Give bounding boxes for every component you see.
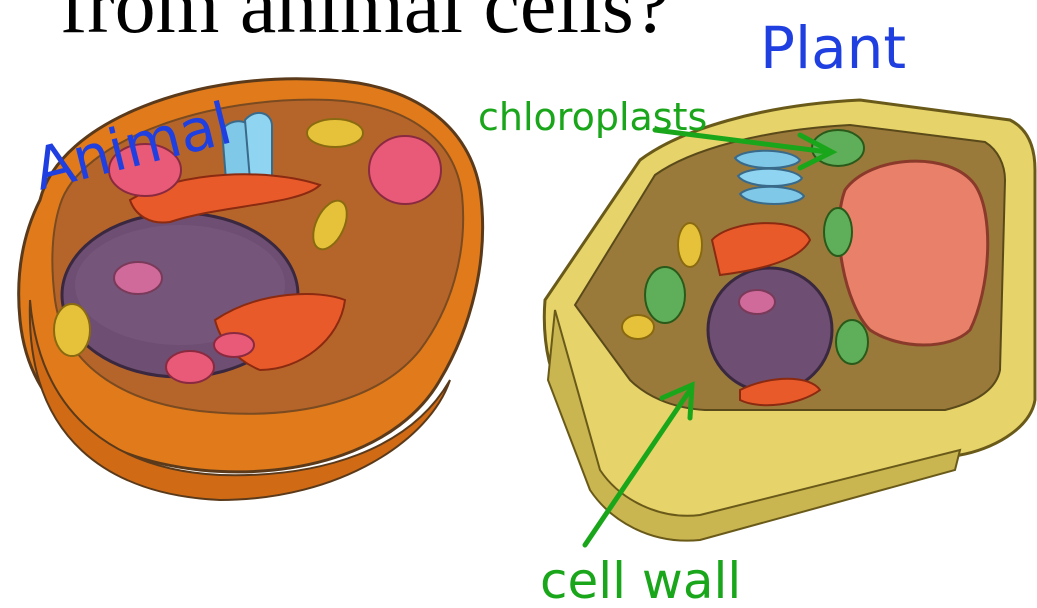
animal-mitochondrion (54, 304, 90, 356)
animal-vesicle (166, 351, 214, 383)
animal-vesicle (214, 333, 254, 357)
animal-nucleolus (114, 262, 162, 294)
animal-mitochondrion (307, 119, 363, 147)
plant-chloroplast (836, 320, 868, 364)
plant-golgi (735, 151, 804, 204)
plant-mitochondrion (622, 315, 654, 339)
plant-mitochondrion (678, 223, 702, 267)
plant-nucleolus (739, 290, 775, 314)
plant-cell (544, 100, 1035, 541)
plant-label: Plant (760, 14, 906, 82)
plant-chloroplast (645, 267, 685, 323)
plant-nucleus (708, 268, 832, 392)
animal-vesicle (369, 136, 441, 204)
plant-vacuole (839, 161, 988, 345)
cell-wall-label: cell wall (540, 552, 741, 608)
plant-chloroplast (824, 208, 852, 256)
